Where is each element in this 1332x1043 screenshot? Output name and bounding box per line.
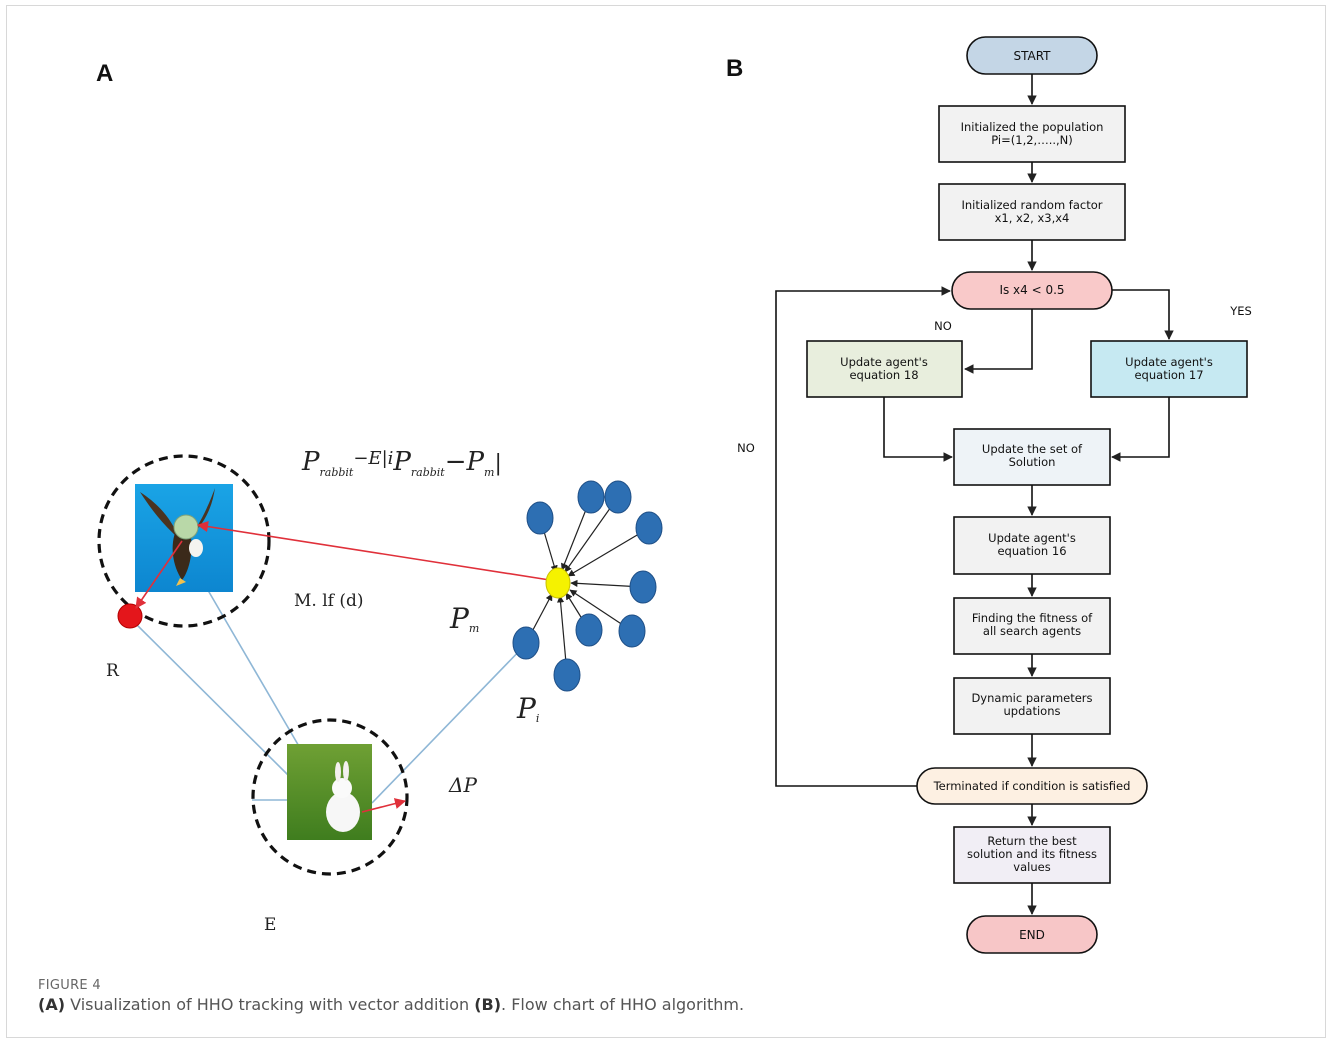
- init-population-box: [938, 105, 1126, 163]
- figure-frame: [6, 5, 1326, 1038]
- figure-number: FIGURE 4: [38, 978, 101, 993]
- init-random-box: [938, 183, 1126, 241]
- tracking-lines: [129, 579, 528, 804]
- return-best-box: [953, 826, 1111, 884]
- branch-no-label: NO: [934, 319, 952, 333]
- decision-label: Is x4 < 0.5: [999, 283, 1064, 297]
- equation-16-box: [953, 516, 1111, 575]
- terminate-label: Terminated if condition is satisfied: [933, 779, 1131, 793]
- label-delta-p: ΔP: [448, 773, 477, 797]
- label-e: E: [264, 915, 276, 935]
- caption-b-text: . Flow chart of HHO algorithm.: [501, 995, 745, 1014]
- end-label: END: [1019, 928, 1045, 942]
- caption-text: (A) Visualization of HHO tracking with v…: [38, 995, 1298, 1014]
- caption-a-tag: (A): [38, 995, 66, 1014]
- hawk-image: [135, 484, 233, 592]
- rabbit-range-circle: [251, 718, 409, 876]
- start-label: START: [1013, 49, 1051, 63]
- equation-18-box: [806, 340, 963, 398]
- dynamic-params-box: [953, 677, 1111, 735]
- terminate-node: [916, 767, 1148, 805]
- start-node: [966, 36, 1098, 75]
- end-node: [966, 915, 1098, 954]
- label-mlf: M. lf (d): [294, 591, 364, 611]
- caption-b-tag: (B): [474, 995, 502, 1014]
- update-set-box: [953, 428, 1111, 486]
- panel-label-b: B: [726, 55, 744, 82]
- equation-17-box: [1090, 340, 1248, 398]
- formula: Prabbit−E|iPrabbit−Pm|: [301, 447, 502, 479]
- figure-caption: FIGURE 4 (A) Visualization of HHO tracki…: [38, 978, 1298, 1014]
- loop-no-label: NO: [737, 441, 755, 455]
- label-r: R: [106, 661, 120, 681]
- rabbit-image: [287, 744, 372, 840]
- swarm-center-node: [545, 567, 571, 599]
- hawk-range-circle: [97, 454, 271, 628]
- node-r: [117, 603, 143, 629]
- panel-label-a: A: [96, 60, 114, 87]
- label-pm: Pm: [449, 602, 479, 635]
- fitness-box: [953, 597, 1111, 655]
- caption-a-text: Visualization of HHO tracking with vecto…: [65, 995, 475, 1014]
- label-pi: Pi: [516, 692, 539, 725]
- decision-node: [951, 271, 1113, 310]
- branch-yes-label: YES: [1229, 304, 1252, 318]
- swarm-nodes: [512, 480, 663, 692]
